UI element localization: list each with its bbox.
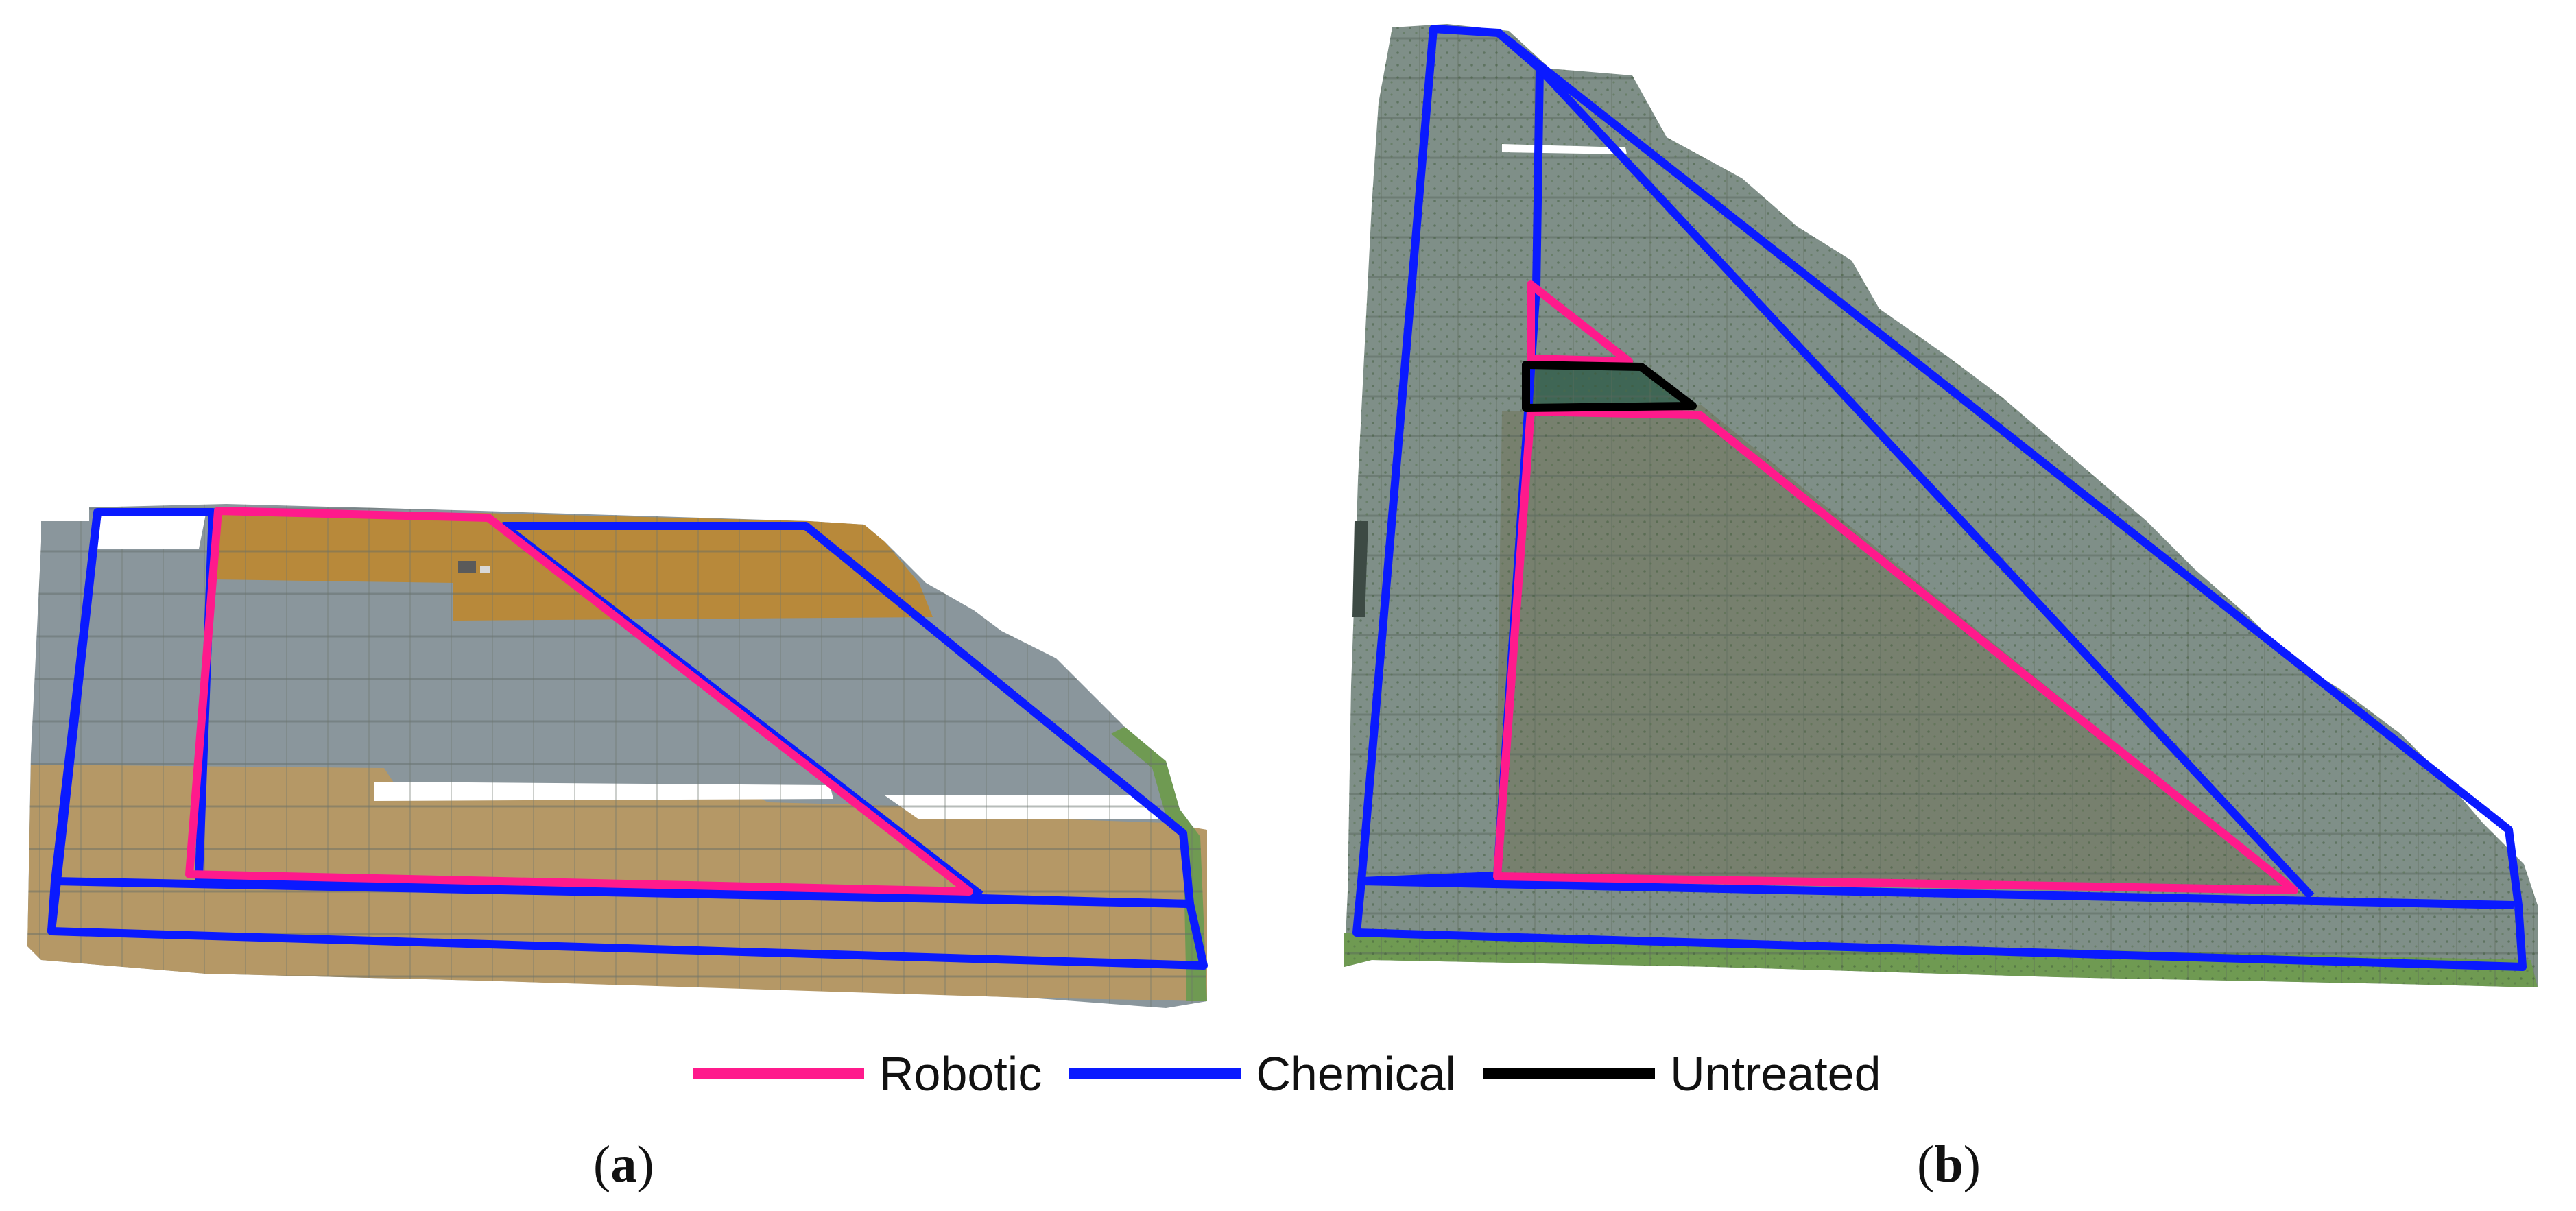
panel-a-map — [27, 504, 1208, 1008]
legend: Robotic Chemical Untreated — [693, 1040, 1909, 1108]
panel-a-white-notch — [96, 514, 206, 549]
panel-a-robotic-region — [185, 507, 973, 896]
legend-label-chemical: Chemical — [1256, 1047, 1457, 1101]
panel-b-letter: b — [1934, 1136, 1964, 1193]
legend-label-untreated: Untreated — [1670, 1047, 1881, 1101]
panel-a-caption: (a) — [593, 1136, 654, 1193]
panel-b-chemical-diagonal — [1536, 65, 2315, 900]
legend-item-robotic: Robotic — [693, 1046, 1042, 1101]
legend-swatch-chemical — [1069, 1068, 1241, 1079]
panel-b-chemical-band — [1361, 877, 2514, 909]
panel-b-left-edge — [1352, 521, 1368, 617]
robot-icon — [458, 561, 490, 573]
legend-item-untreated: Untreated — [1483, 1046, 1881, 1101]
legend-item-chemical: Chemical — [1069, 1046, 1456, 1101]
legend-swatch-untreated — [1483, 1068, 1656, 1079]
panel-b-chemical-outer — [1352, 25, 2527, 971]
panel-b-robotic-lower — [1493, 407, 2298, 894]
legend-label-robotic: Robotic — [879, 1047, 1042, 1101]
legend-swatch-robotic — [693, 1068, 864, 1079]
panel-b-robotic-upper — [1527, 280, 1633, 365]
panel-a-letter: a — [610, 1136, 637, 1193]
panel-b-speckle — [1344, 24, 2538, 987]
panel-b-untreated-region — [1522, 361, 1697, 412]
panel-b-caption: (b) — [1917, 1136, 1981, 1193]
panel-a-chemical-left — [47, 512, 102, 932]
panel-b-map — [1344, 24, 2538, 987]
panel-b-gap — [1502, 144, 1627, 154]
